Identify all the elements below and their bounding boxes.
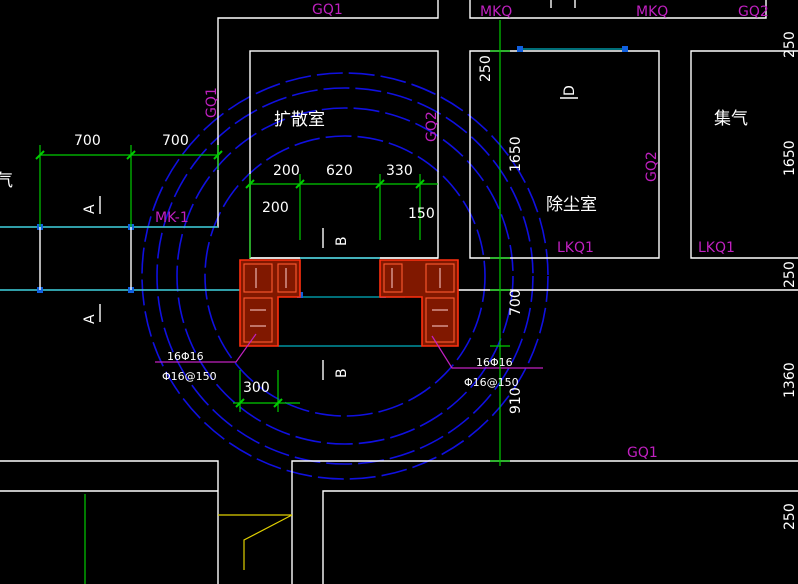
wall-top-mid2 [625, 0, 767, 19]
section-b-top: B [334, 236, 350, 246]
rebar-left-2: Φ16@150 [162, 370, 217, 383]
stirrup [425, 297, 455, 343]
axis-circle-3 [176, 107, 514, 445]
dim-r250c: 250 [782, 503, 798, 530]
dim-v700: 700 [508, 289, 524, 316]
tick [375, 179, 385, 189]
label-mk1: MK-1 [155, 210, 189, 226]
dim-200a: 200 [273, 163, 300, 179]
dim-200b: 200 [262, 200, 289, 216]
room-dust-label: 除尘室 [546, 195, 597, 215]
door-marker [517, 46, 523, 52]
tick [235, 398, 245, 408]
dimension-ticks [35, 150, 425, 408]
room-gas-label: 集气 [714, 109, 748, 129]
tick [213, 150, 223, 160]
room-left-edge-label: 气 [0, 171, 13, 191]
label-gq1-top: GQ1 [312, 2, 343, 18]
wall-bottom-room [322, 490, 798, 584]
dimension-texts: 700 700 200 620 330 200 150 300 250 1650… [74, 31, 798, 530]
axis-circle-2 [156, 87, 534, 465]
dim-v910: 910 [508, 387, 524, 414]
axis-circle-outer [141, 72, 549, 480]
stirrup [277, 263, 297, 293]
label-mkq-left: MKQ [480, 4, 512, 20]
tick [245, 179, 255, 189]
section-letters: A A B B D [82, 85, 578, 378]
label-gq2-vert-left: GQ2 [424, 111, 440, 142]
dim-700a: 700 [74, 133, 101, 149]
column-right [379, 259, 459, 347]
dimension-lines [39, 20, 510, 584]
section-a-top: A [82, 204, 98, 214]
axis-circle-inner [204, 135, 486, 417]
label-lkq1-right: LKQ1 [698, 240, 735, 256]
room-diffusion-label: 扩散室 [274, 110, 325, 130]
dim-r250a: 250 [782, 31, 798, 58]
wall-bottom-mid [291, 460, 798, 584]
stirrup [243, 297, 273, 343]
stirrup [243, 263, 273, 293]
dim-150: 150 [408, 206, 435, 222]
label-gq2-vert-right: GQ2 [644, 151, 660, 182]
room-dust [469, 50, 660, 259]
leader-right [431, 335, 543, 369]
stair-line [218, 514, 293, 570]
door-jambs [39, 227, 132, 290]
rebar-right-1: 16Φ16 [476, 356, 513, 369]
dim-620: 620 [326, 163, 353, 179]
label-gq1-bottom: GQ1 [627, 445, 658, 461]
room-gas [690, 50, 798, 259]
dim-700b: 700 [162, 133, 189, 149]
wall-bottom-left [0, 460, 219, 584]
dim-v1650: 1650 [508, 136, 524, 172]
door-marker [622, 46, 628, 52]
stirrup [425, 263, 455, 293]
dim-v250a: 250 [478, 55, 494, 82]
magenta-labels: GQ1 MKQ MKQ GQ2 GQ1 GQ2 GQ2 MK-1 LKQ1 LK… [155, 2, 769, 461]
rebar-left-1: 16Φ16 [167, 350, 204, 363]
axis-circles [141, 72, 549, 480]
tick [415, 179, 425, 189]
room-labels: 扩散室 除尘室 集气 气 [0, 109, 748, 215]
dim-300: 300 [243, 380, 270, 396]
dim-r250b: 250 [782, 261, 798, 288]
core-columns [239, 259, 459, 347]
section-a-bottom: A [82, 314, 98, 324]
label-gq1-vert: GQ1 [204, 87, 220, 118]
tick [126, 150, 136, 160]
column-left [239, 259, 301, 347]
section-mark-lines [99, 97, 578, 380]
leader-left [155, 333, 257, 363]
tick [35, 150, 45, 160]
section-b-bottom: B [334, 368, 350, 378]
dim-r1650: 1650 [782, 140, 798, 176]
wall-top-mid [469, 0, 520, 19]
tick [273, 398, 283, 408]
section-d: D [562, 85, 578, 96]
tick [295, 179, 305, 189]
label-lkq1-left: LKQ1 [557, 240, 594, 256]
rebar-right-2: Φ16@150 [464, 376, 519, 389]
label-mkq-right: MKQ [636, 4, 668, 20]
label-gq2-top: GQ2 [738, 4, 769, 20]
dim-r1360: 1360 [782, 362, 798, 398]
dim-330: 330 [386, 163, 413, 179]
leaders [155, 333, 543, 369]
stirrup [383, 263, 403, 293]
stair-lines [218, 514, 293, 570]
rebar-annotations: 16Φ16 Φ16@150 16Φ16 Φ16@150 [162, 350, 519, 389]
